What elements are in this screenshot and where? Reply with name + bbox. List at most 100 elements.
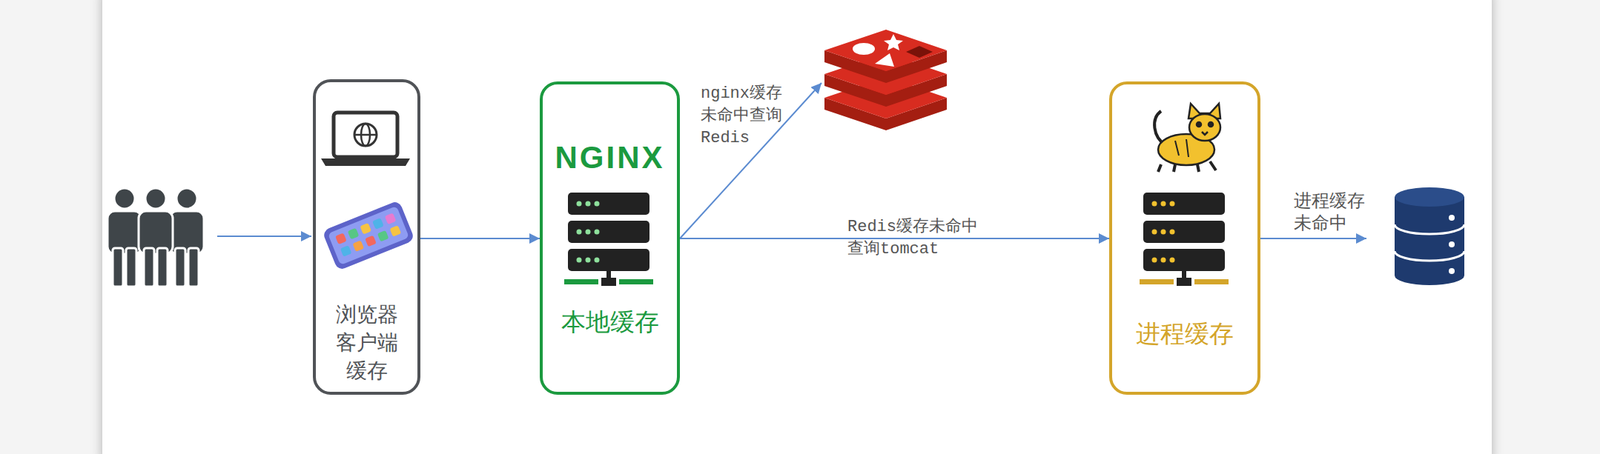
users-icon bbox=[176, 188, 198, 210]
nginx-cache-box: NGINX 本地缓存 bbox=[539, 81, 680, 396]
server-icon bbox=[1143, 249, 1225, 272]
server-icon bbox=[1161, 201, 1167, 207]
server-icon bbox=[619, 279, 654, 285]
server-icon bbox=[1152, 258, 1158, 264]
server-icon bbox=[1143, 192, 1225, 216]
redis-icon bbox=[824, 29, 947, 84]
request-arrow bbox=[217, 235, 312, 238]
database-icon bbox=[1448, 268, 1455, 275]
users-icon bbox=[112, 248, 124, 287]
users-icon bbox=[138, 188, 173, 287]
database-icon bbox=[1394, 224, 1465, 235]
server-icon bbox=[594, 258, 600, 264]
client-cache-box: 浏览器 客户端 缓存 bbox=[312, 79, 421, 396]
phone-icon bbox=[327, 206, 410, 266]
users-icon bbox=[188, 248, 199, 287]
phone-icon bbox=[377, 230, 390, 243]
laptop-icon bbox=[354, 123, 377, 147]
server-icon bbox=[585, 229, 591, 236]
laptop-icon bbox=[321, 158, 411, 167]
phone-icon bbox=[364, 235, 377, 248]
redis-icon bbox=[906, 45, 933, 58]
server-icon bbox=[585, 258, 591, 264]
server-icon bbox=[564, 192, 654, 287]
phone-icon bbox=[347, 228, 360, 241]
tomcat-icon bbox=[1196, 122, 1202, 127]
tomcat-icon bbox=[1154, 103, 1221, 173]
server-icon bbox=[1139, 192, 1229, 287]
phone-icon bbox=[321, 200, 416, 272]
server-icon bbox=[1152, 229, 1158, 236]
users-icon bbox=[138, 211, 173, 255]
laptop-icon bbox=[321, 112, 411, 167]
server-icon bbox=[1152, 201, 1158, 207]
server-icon bbox=[1169, 258, 1176, 264]
box-title: 本地缓存 bbox=[542, 307, 677, 338]
nginx-logo-text: NGINX bbox=[542, 139, 677, 177]
phone-icon bbox=[335, 232, 347, 245]
query-arrow bbox=[679, 83, 822, 239]
flow-arrow bbox=[420, 237, 540, 240]
server-icon bbox=[1161, 229, 1167, 236]
redis-icon bbox=[852, 43, 875, 55]
database-icon bbox=[1448, 241, 1455, 248]
edge-note: 进程缓存 未命中 bbox=[1293, 189, 1365, 235]
server-icon bbox=[1169, 229, 1176, 236]
server-icon bbox=[1139, 279, 1174, 285]
server-icon bbox=[1169, 201, 1176, 207]
phone-icon bbox=[321, 200, 416, 272]
redis-icon bbox=[883, 34, 904, 51]
users-icon bbox=[145, 188, 167, 210]
phone-icon bbox=[359, 223, 372, 236]
server-icon bbox=[601, 278, 617, 287]
server-icon bbox=[576, 258, 583, 264]
users-icon bbox=[126, 248, 137, 287]
database-icon bbox=[1394, 251, 1465, 261]
server-icon bbox=[594, 229, 600, 236]
server-icon bbox=[564, 279, 599, 285]
tomcat-icon bbox=[1208, 122, 1213, 127]
server-icon bbox=[576, 201, 583, 207]
edge-note: nginx缓存 未命中查询 Redis bbox=[700, 83, 783, 150]
laptop-icon bbox=[333, 112, 398, 158]
server-icon bbox=[567, 192, 650, 216]
box-title: 进程缓存 bbox=[1112, 319, 1258, 350]
flow-arrow bbox=[679, 237, 1110, 240]
database-icon bbox=[1448, 215, 1455, 221]
redis-icon bbox=[824, 29, 947, 131]
server-icon bbox=[1152, 201, 1176, 264]
server-icon bbox=[567, 249, 650, 272]
phone-icon bbox=[340, 245, 353, 258]
edge-label: Redis缓存未命中 查询tomcat bbox=[847, 216, 978, 261]
users-icon bbox=[107, 188, 142, 287]
phone-icon bbox=[384, 212, 397, 225]
redis-icon bbox=[824, 29, 947, 72]
server-icon bbox=[576, 201, 600, 264]
tomcat-icon bbox=[1201, 131, 1208, 135]
tomcat-icon bbox=[1189, 114, 1221, 141]
users-icon bbox=[107, 188, 204, 287]
laptop-icon bbox=[354, 134, 377, 137]
server-icon bbox=[576, 229, 583, 236]
database-icon bbox=[1394, 187, 1465, 286]
phone-icon bbox=[389, 225, 402, 238]
miss-arrow bbox=[1260, 237, 1367, 240]
tomcat-icon bbox=[1175, 139, 1189, 158]
users-icon bbox=[107, 211, 142, 255]
server-icon bbox=[1176, 278, 1192, 287]
redis-icon bbox=[874, 53, 895, 67]
database-icon bbox=[1394, 187, 1465, 207]
phone-icon bbox=[352, 240, 365, 253]
database-icon bbox=[1394, 197, 1465, 286]
users-icon bbox=[169, 211, 204, 255]
card-background bbox=[102, 0, 1492, 454]
server-icon bbox=[585, 201, 591, 207]
users-icon bbox=[174, 248, 186, 287]
users-icon bbox=[169, 188, 204, 287]
server-icon bbox=[567, 220, 650, 244]
users-icon bbox=[114, 188, 135, 210]
server-icon bbox=[1143, 220, 1225, 244]
